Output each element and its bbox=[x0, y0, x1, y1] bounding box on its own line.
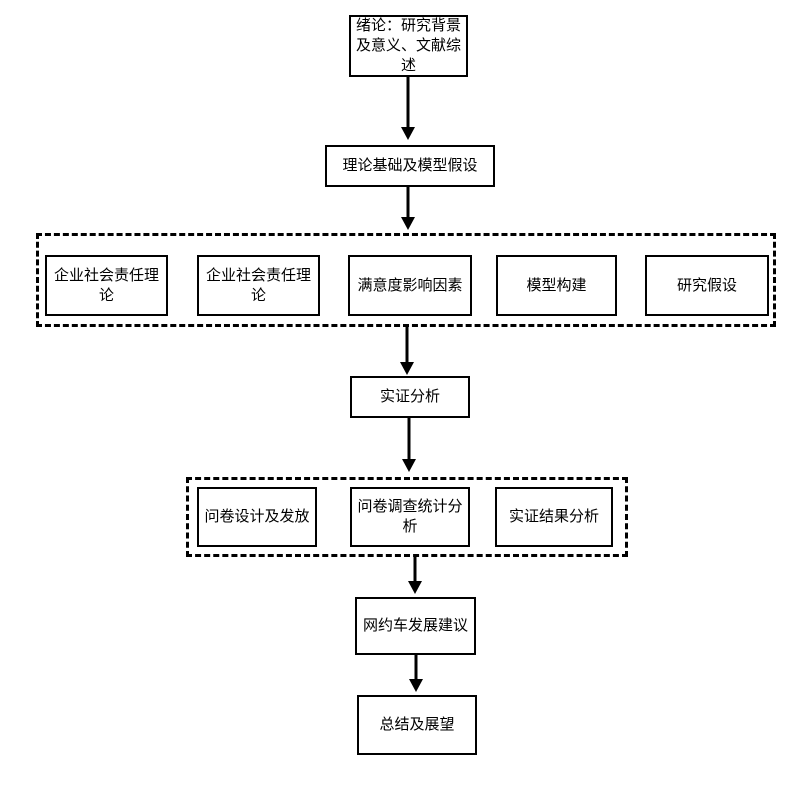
node-questionnaire-design: 问卷设计及发放 bbox=[197, 487, 317, 547]
arrow-intro-to-theory-line bbox=[406, 76, 410, 128]
arrow-down-icon bbox=[401, 217, 415, 230]
arrow-group-to-suggestion-line bbox=[413, 555, 417, 582]
node-empirical-results: 实证结果分析 bbox=[495, 487, 613, 547]
arrow-down-icon bbox=[408, 581, 422, 594]
node-model-construction: 模型构建 bbox=[496, 255, 617, 316]
arrow-down-icon bbox=[401, 127, 415, 140]
node-csr-theory-1: 企业社会责任理论 bbox=[45, 255, 168, 316]
node-summary-outlook: 总结及展望 bbox=[357, 695, 477, 755]
arrow-theory-to-group-line bbox=[406, 186, 410, 218]
node-empirical-analysis: 实证分析 bbox=[350, 376, 470, 418]
node-satisfaction-factors: 满意度影响因素 bbox=[348, 255, 472, 316]
arrow-empirical-to-group-line bbox=[407, 417, 411, 460]
node-survey-statistics: 问卷调查统计分析 bbox=[350, 487, 470, 547]
arrow-down-icon bbox=[402, 459, 416, 472]
group-empirical-analysis bbox=[186, 477, 628, 557]
arrow-group-to-empirical-line bbox=[405, 326, 409, 363]
arrow-down-icon bbox=[400, 362, 414, 375]
node-theory-basis: 理论基础及模型假设 bbox=[325, 145, 495, 187]
node-csr-theory-2: 企业社会责任理论 bbox=[197, 255, 320, 316]
arrow-down-icon bbox=[409, 679, 423, 692]
node-development-suggestion: 网约车发展建议 bbox=[355, 597, 476, 655]
node-research-hypothesis: 研究假设 bbox=[645, 255, 769, 316]
arrow-suggestion-to-conclusion-line bbox=[414, 655, 418, 680]
group-theory-hypothesis bbox=[36, 233, 776, 327]
node-introduction: 绪论：研究背景及意义、文献综述 bbox=[349, 15, 468, 77]
